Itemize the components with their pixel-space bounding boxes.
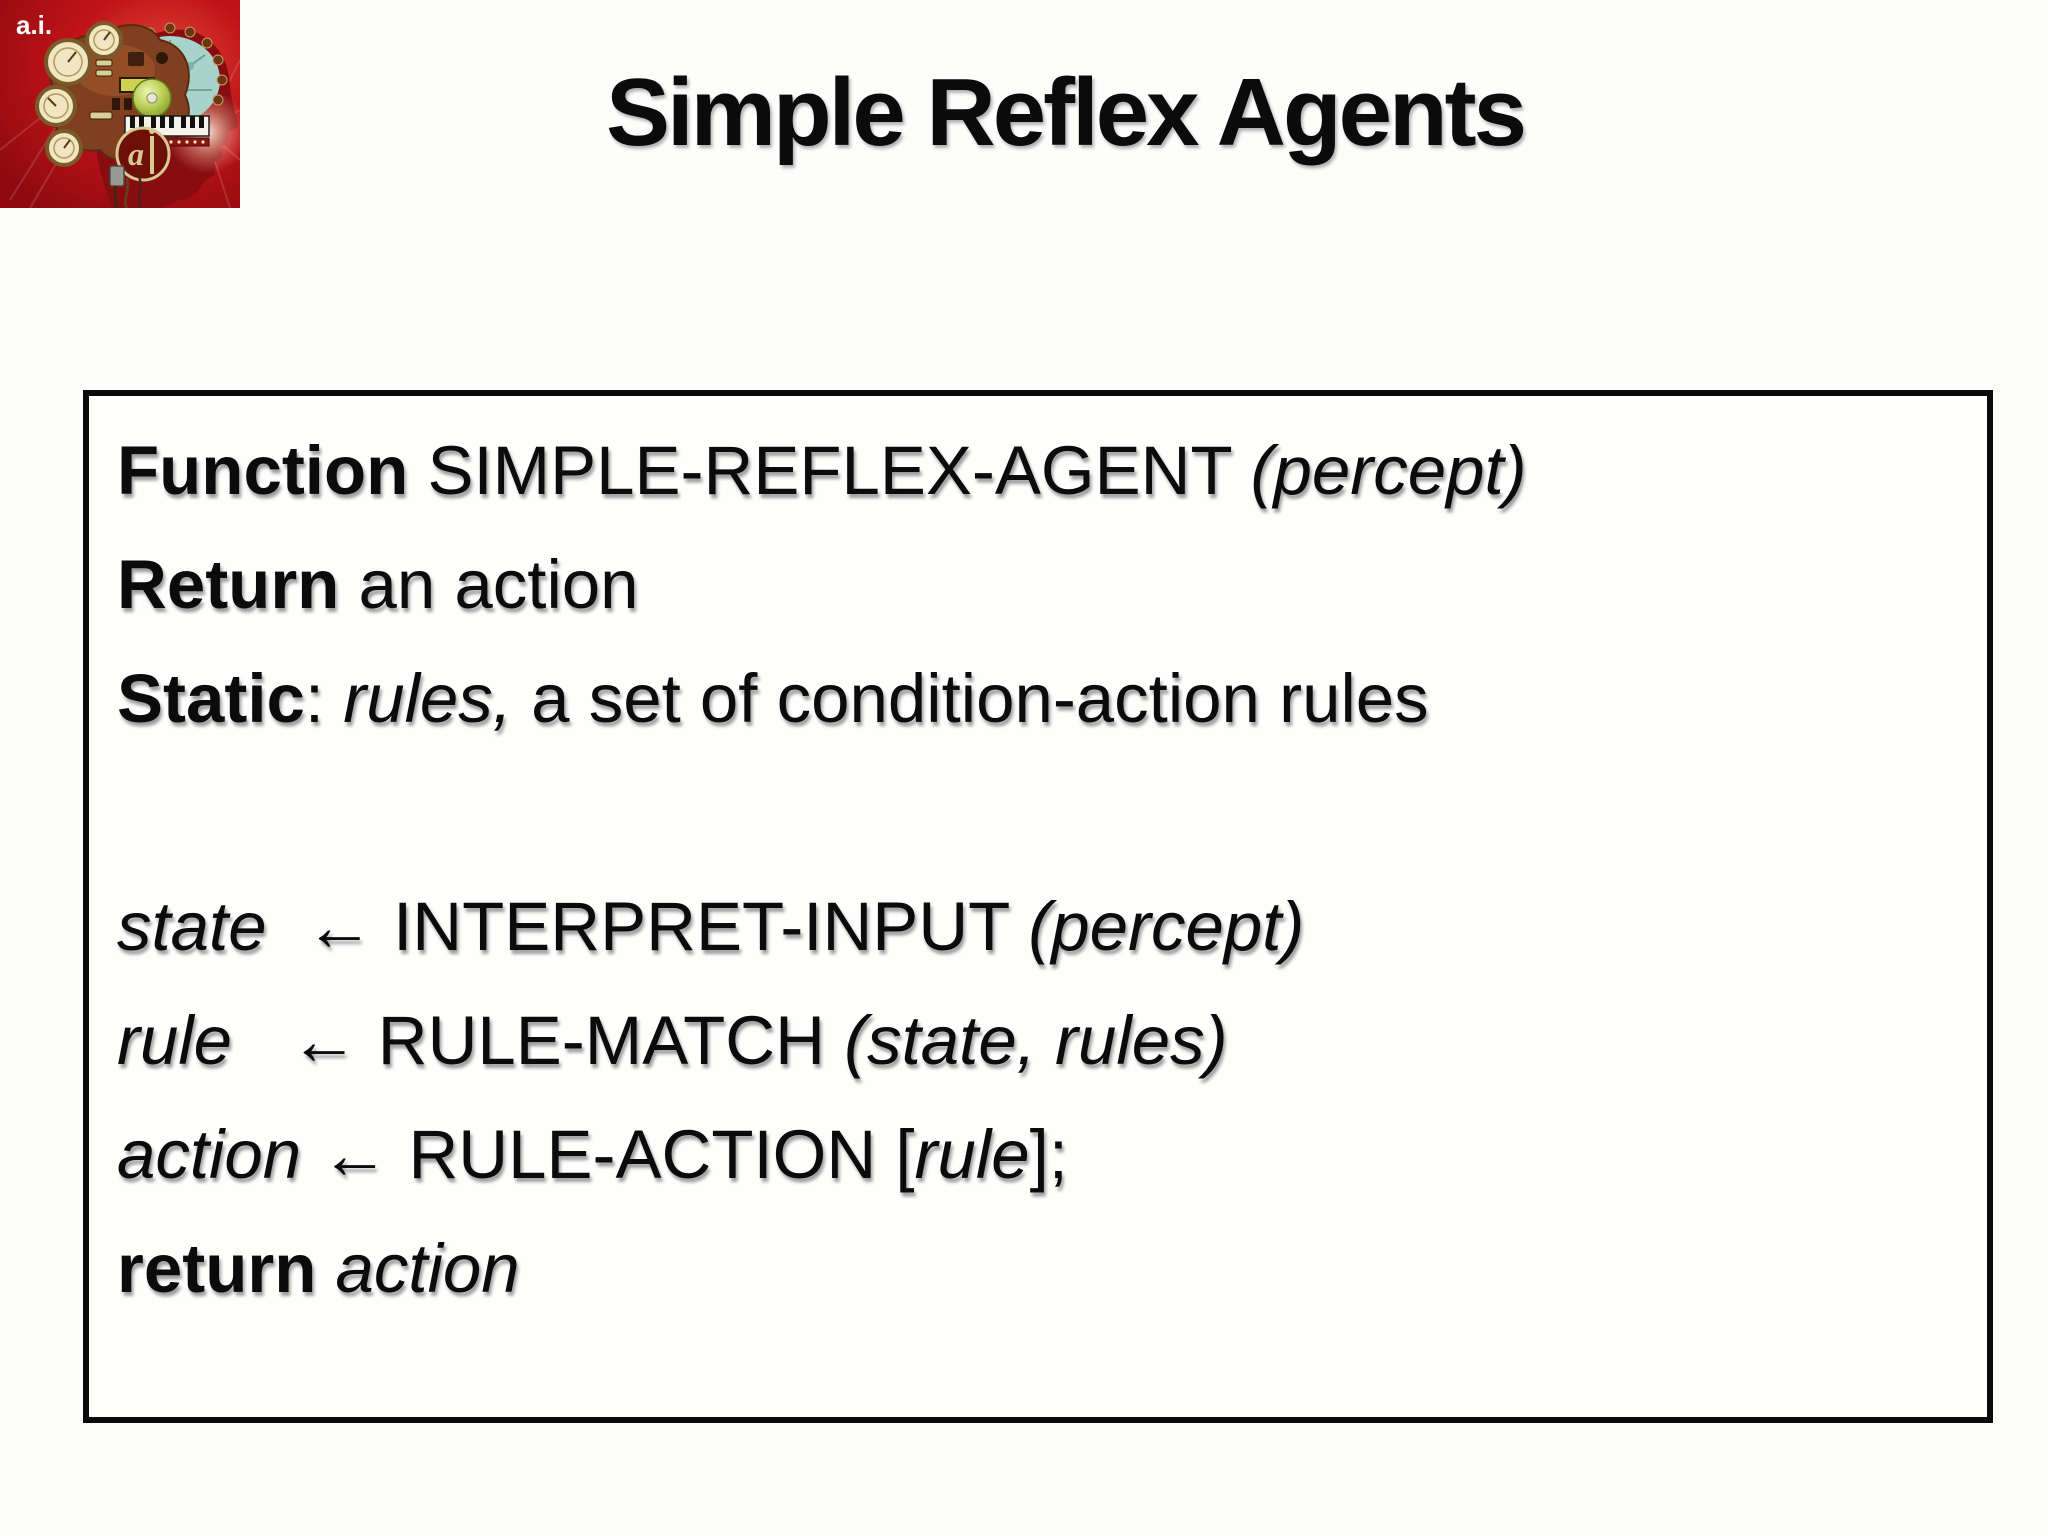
code-segment: rule [117,1002,233,1079]
code-segment: (percept) [1250,432,1527,509]
code-segment: ]; [1029,1116,1068,1193]
code-line: Function SIMPLE-REFLEX-AGENT (percept) [117,414,1969,528]
ai-logo-image: a a.i. [0,0,240,208]
code-segment: rule [914,1116,1030,1193]
code-segment: : [304,660,344,737]
code-segment: SIMPLE-REFLEX-AGENT [427,432,1251,509]
code-segment: (percept) [1028,888,1305,965]
code-segment: action [335,1230,520,1307]
code-line: rule ← RULE-MATCH (state, rules) [117,984,1969,1098]
pseudocode-box: Function SIMPLE-REFLEX-AGENT (percept)Re… [83,390,1993,1423]
code-segment: a set of condition-action rules [511,660,1429,737]
gauge-dials [35,21,123,167]
code-segment: ← RULE-ACTION [ [301,1116,915,1193]
code-segment: return [117,1230,336,1307]
code-segment: action [117,1116,302,1193]
code-line: Return an action [117,528,1969,642]
brain-machine: a [35,21,228,208]
code-segment: Static [117,660,305,737]
code-line [117,756,1969,870]
code-segment: ← INTERPRET-INPUT [266,888,1029,965]
code-line: action ← RULE-ACTION [rule]; [117,1098,1969,1212]
code-line: Static: rules, a set of condition-action… [117,642,1969,756]
code-segment: (state, rules) [844,1002,1228,1079]
code-segment: rules, [343,660,512,737]
code-segment: state [117,888,267,965]
code-segment: Return [117,546,359,623]
pseudocode-lines: Function SIMPLE-REFLEX-AGENT (percept)Re… [89,396,1987,1326]
code-segment: ← RULE-MATCH [232,1002,845,1079]
code-segment: Function [117,432,428,509]
slide-title: Simple Reflex Agents [605,59,1527,166]
ai-medallion: a [115,126,171,182]
cables [109,165,143,208]
ai-logo-label: a.i. [16,10,52,40]
code-line: return action [117,1212,1969,1326]
code-line: state ← INTERPRET-INPUT (percept) [117,870,1969,984]
svg-text:a: a [128,136,144,172]
code-segment: an action [358,546,639,623]
